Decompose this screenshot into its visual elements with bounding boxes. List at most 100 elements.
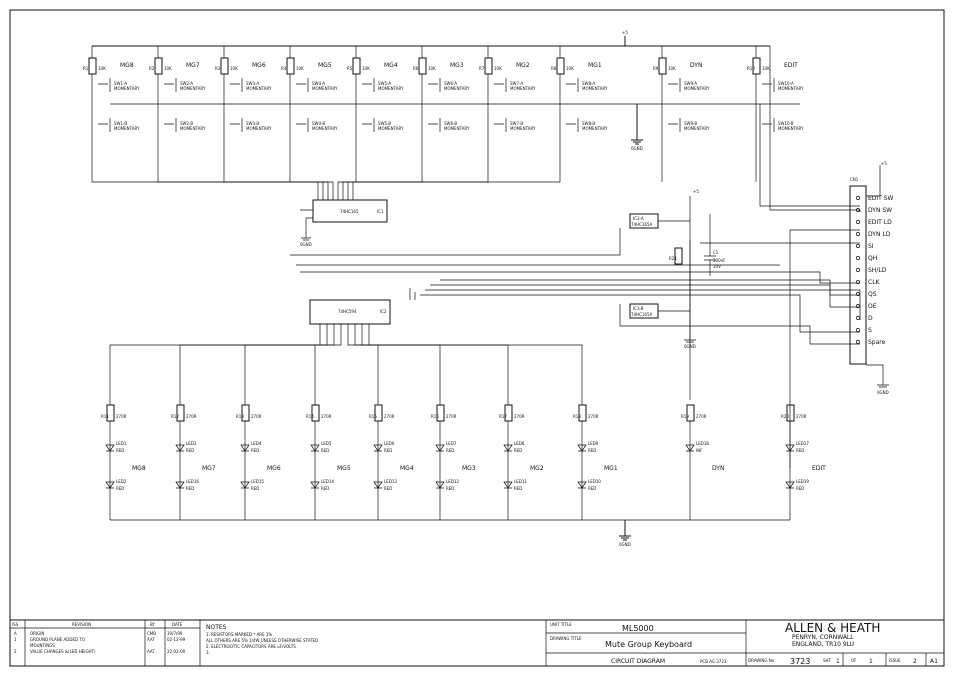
led-colour: RED [796,486,804,491]
ic2-to-led-wire [244,324,335,405]
note-line: 1. RESISTORS MARKED * ARE 1% [206,632,272,637]
resistor-value: 10K [362,66,370,71]
connector-pin-label: S [868,327,872,334]
revision-text: VALUE CHANGES &(LED HEIGHT) [30,649,96,654]
company-name: ALLEN & HEATH [785,621,880,635]
group-label: EDIT [784,62,798,69]
ic3-gates: IC3-A 74HC165A IC3-B 74HC165A 0GND +5 R2… [629,189,726,349]
led-colour: INF [696,448,703,453]
revision-issue: 2 [14,649,17,654]
ic2-to-led-wire [361,324,509,405]
switch-a-ref: SW1-A [114,81,127,86]
c1-ref: C1 [713,250,719,255]
address-line-2: ENGLAND, TR10 9LU [792,641,854,648]
switch-b-symbol [362,118,375,132]
led-group-label: MG7 [202,465,216,472]
led-resistor [578,404,587,422]
rev-header-iss: ISS [12,622,19,627]
note-line: 3. [206,650,210,655]
resistor-value: 10K [428,66,436,71]
revision-text: MOUNTINGS [30,643,55,648]
connector-pin-label: QS [868,291,877,298]
note-line: 2. ELECTROLYTIC CAPACITORS ARE uF/VOLTS [206,644,296,649]
led-resistor [106,404,115,422]
switch-to-ic1-wire [352,181,560,200]
led-resistor [436,404,445,422]
switch-a-type: MOMENTARY [246,86,272,91]
ic3a-ref: IC3-A [633,216,644,221]
of-label: OF [851,658,857,663]
led-resistor-ref: R13 [236,414,244,419]
led-resistor-ref: R16 [431,414,439,419]
pullup-resistor [484,57,493,75]
switch-b-type: MOMENTARY [684,126,710,131]
resistor-ref: R5 [347,66,353,71]
svg-text:0GND: 0GND [300,242,312,247]
resistor-value: 10K [296,66,304,71]
led-ref: LED2 [116,479,127,484]
bus-wiring: 0GND +5 [290,46,889,468]
c1-volt: 10V [713,264,721,269]
resistor-value: 10K [668,66,676,71]
led-resistor-ref: R19 [681,414,689,419]
revision-text: ORIGIN [30,631,44,636]
resistor-ref: R10 [747,66,755,71]
led-symbol [310,444,320,452]
ic2-to-led-wire [109,324,321,405]
led-colour: RED [514,486,522,491]
led-colour: RED [796,448,804,453]
led-colour: RED [446,486,454,491]
led-resistor-value: 270R [186,414,197,419]
led-symbol [240,481,250,489]
revision-date: 02-12-99 [167,637,186,642]
rev-header-revision: REVISION [72,622,91,627]
switch-b-ref: SW4-B [312,121,325,126]
sheet-border [9,9,945,667]
led-resistor [374,404,383,422]
led-colour: RED [384,448,392,453]
revision-text: GROUND PLANE ADDED TO [30,637,85,642]
resistor-value: 10K [230,66,238,71]
led-colour: RED [321,486,329,491]
led-group-label: MG5 [337,465,351,472]
switch-b-type: MOMENTARY [444,126,470,131]
led-resistor-value: 270R [588,414,599,419]
svg-text:0GND: 0GND [877,390,889,395]
led-group-label: MG4 [400,465,414,472]
led-resistor-value: 270R [446,414,457,419]
led-group-label: MG6 [267,465,281,472]
led-colour: RED [446,448,454,453]
led-symbol [175,444,185,452]
ic1-ref: IC1 [377,209,384,214]
switch-b-type: MOMENTARY [180,126,206,131]
led-resistor [786,404,795,422]
connector-pin-label: Spare [868,339,886,346]
switch-to-ic1-wire [158,181,324,200]
group-label: MG7 [186,62,200,69]
pullup-resistor [220,57,229,75]
revision-issue: A [14,631,17,636]
switch-a-symbol [668,78,681,92]
pullup-resistor [556,57,565,75]
led-colour: RED [251,486,259,491]
switch-b-ref: SW7-B [510,121,523,126]
connector-pin [856,196,860,200]
switch-b-symbol [566,118,579,132]
svg-text:+5: +5 [693,189,699,194]
connector-pin [856,208,860,212]
switch-a-symbol [98,78,111,92]
revision-by: AAT [147,649,155,654]
r21-resistor [674,247,683,265]
led-resistor-ref: R20 [781,414,789,419]
ground-label: 0GND [631,146,643,151]
switch-b-type: MOMENTARY [246,126,272,131]
switch-b-ref: SW1-B [114,121,127,126]
switch-a-ref: SW10-A [778,81,794,86]
